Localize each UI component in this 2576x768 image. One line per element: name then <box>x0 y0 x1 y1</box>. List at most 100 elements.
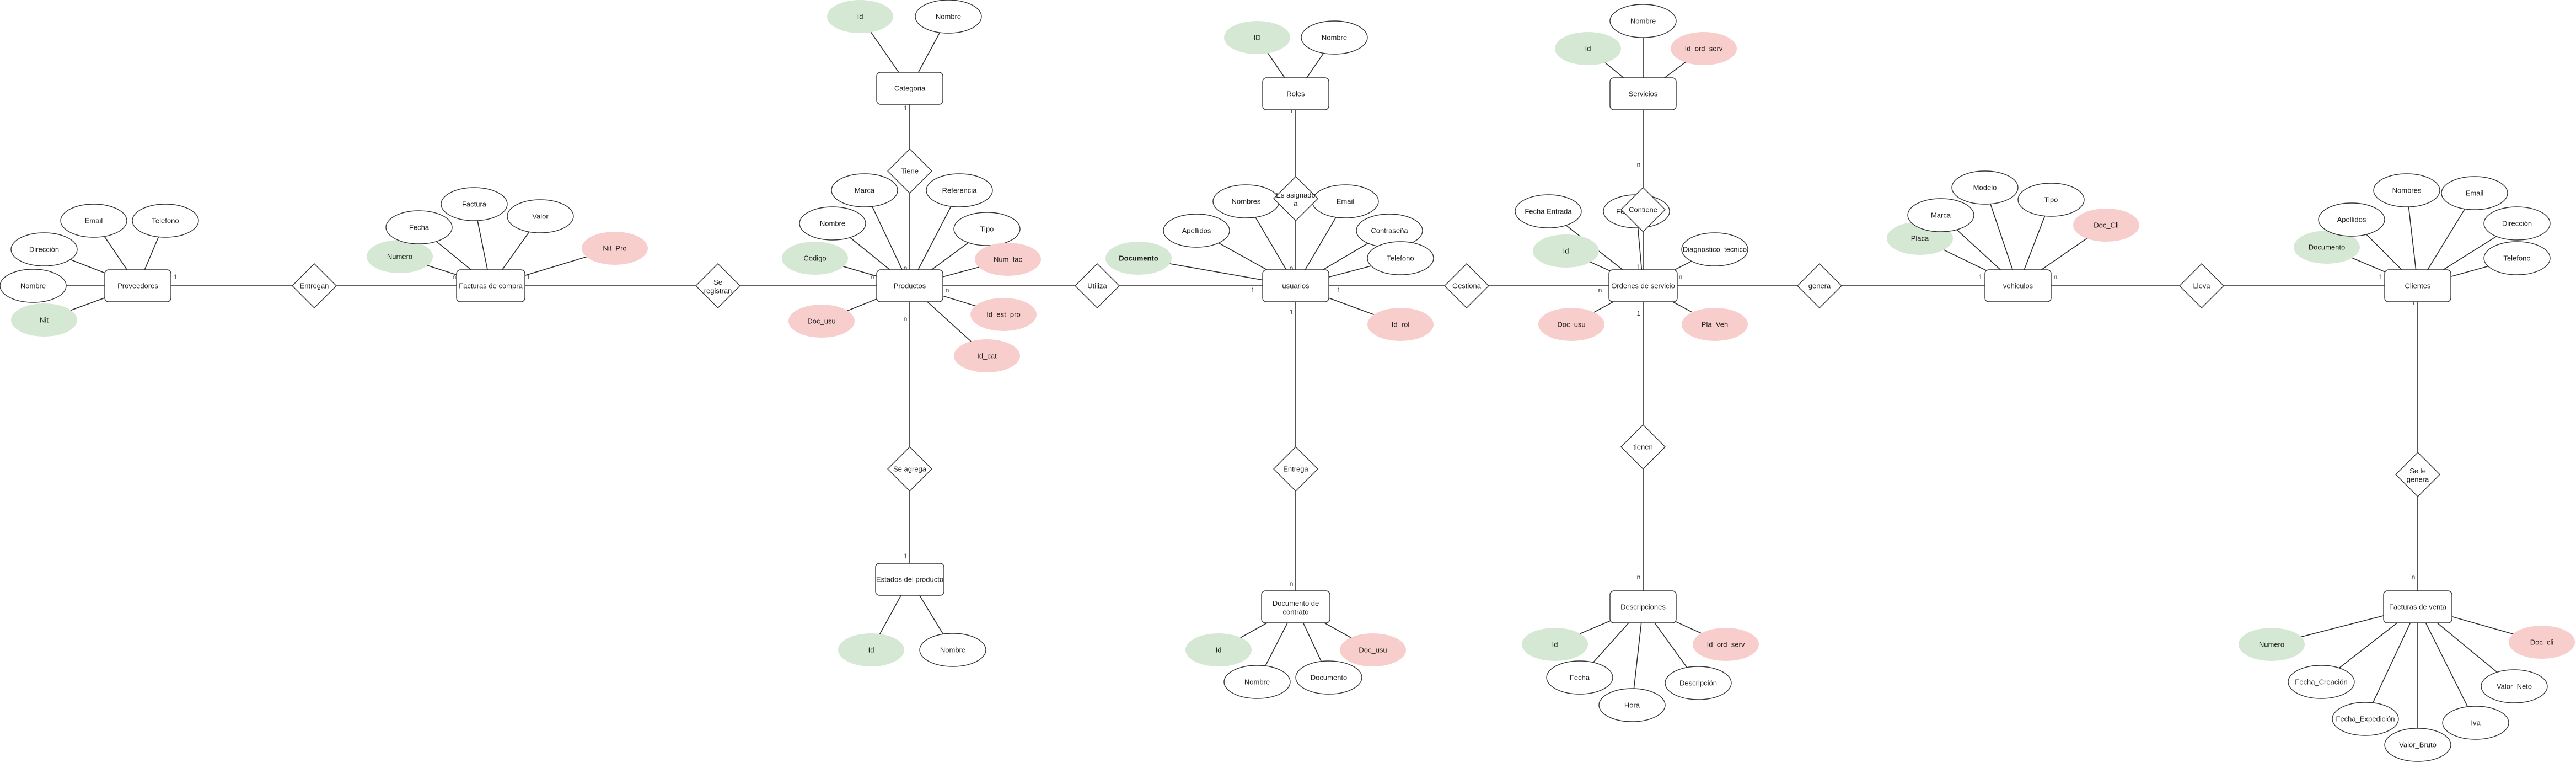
attribute-ellipse <box>1367 241 1434 275</box>
entity-facturas_compra[interactable]: Facturas de compra <box>456 269 525 302</box>
attribute-label: Codigo <box>803 254 826 263</box>
attribute-ellipse <box>975 243 1041 276</box>
attribute-usu_nom: Nombres <box>1212 184 1280 218</box>
attribute-usu_tel: Telefono <box>1367 241 1434 275</box>
cardinality-label: n <box>1637 573 1641 581</box>
relationship-contiene[interactable]: Contiene <box>1620 187 1666 232</box>
entity-descripciones[interactable]: Descripciones <box>1609 590 1677 623</box>
cardinality-label: 1 <box>904 104 908 112</box>
attribute-prod_marca: Marca <box>831 173 898 207</box>
relationship-tiene[interactable]: Tiene <box>887 148 932 194</box>
attribute-cli_email: Email <box>2441 176 2508 210</box>
relationship-lleva[interactable]: Lleva <box>2179 263 2224 308</box>
attribute-prod_numfac: Num_fac <box>975 243 1041 276</box>
attribute-label: Doc_Cli <box>2094 221 2119 230</box>
attribute-ellipse <box>1105 242 1172 275</box>
attribute-serv_idord: Id_ord_serv <box>1671 32 1737 65</box>
entity-label: vehiculos <box>2003 282 2033 290</box>
entity-ordenes[interactable]: Ordenes de servicio <box>1608 269 1678 302</box>
attribute-ellipse <box>2318 202 2385 237</box>
attribute-cli_ape: Apellidos <box>2318 202 2385 237</box>
attribute-des_desc: Descripción <box>1665 666 1732 700</box>
entity-box <box>876 72 943 105</box>
attribute-label: Email <box>2466 189 2484 198</box>
relationship-genera[interactable]: genera <box>1797 263 1842 308</box>
attribute-label: Placa <box>1911 234 1929 243</box>
attribute-ellipse <box>831 173 898 207</box>
relationship-diamond <box>2179 263 2224 308</box>
relationship-diamond <box>887 446 932 492</box>
entity-categoria[interactable]: Categoria <box>876 72 943 105</box>
attribute-usu_pass: Contraseña <box>1356 214 1423 248</box>
attribute-ellipse <box>1665 666 1732 700</box>
attribute-label: Doc_usu <box>807 317 835 326</box>
attribute-prod_codigo: Codigo <box>782 242 848 275</box>
entity-label: Roles <box>1286 90 1305 98</box>
attribute-label: Doc_cli <box>2530 638 2554 647</box>
entity-proveedores[interactable]: Proveedores <box>104 269 171 302</box>
entity-servicios[interactable]: Servicios <box>1609 77 1677 110</box>
entity-productos[interactable]: Productos <box>876 269 943 302</box>
attribute-ellipse <box>838 633 904 666</box>
attribute-ellipse <box>915 0 982 34</box>
relationship-utiliza[interactable]: Utiliza <box>1075 263 1120 308</box>
attribute-ellipse <box>2239 628 2305 661</box>
relationship-gestiona[interactable]: Gestiona <box>1444 263 1489 308</box>
attribute-ellipse <box>1555 32 1621 65</box>
attribute-veh_marca: Marca <box>1907 198 1974 232</box>
attribute-label: Marca <box>855 186 875 195</box>
edge-layer <box>33 16 2542 745</box>
attribute-label: Doc_usu <box>1557 321 1585 329</box>
attribute-serv_nombre: Nombre <box>1609 4 1677 38</box>
cardinality-label: n <box>1679 273 1683 281</box>
cardinality-label: 1 <box>1337 286 1341 294</box>
attribute-veh_tipo: Tipo <box>2017 183 2085 217</box>
attribute-ellipse <box>970 298 1037 331</box>
relationship-entrega[interactable]: Entrega <box>1273 446 1318 492</box>
entity-usuarios[interactable]: usuarios <box>1262 269 1329 302</box>
attribute-label: Nombre <box>820 220 845 228</box>
attribute-label: Factura <box>462 200 487 209</box>
attribute-label: Fecha <box>1570 674 1590 682</box>
entity-vehiculos[interactable]: vehiculos <box>1984 269 2052 302</box>
entity-clientes[interactable]: Clientes <box>2384 269 2451 302</box>
entity-facturas_venta[interactable]: Facturas de venta <box>2383 590 2452 623</box>
cardinality-label: n <box>904 315 908 323</box>
attribute-ellipse <box>799 206 866 241</box>
relationship-tienen[interactable]: tienen <box>1620 424 1666 470</box>
attribute-ellipse <box>953 212 1021 246</box>
relationship-entregan[interactable]: Entregan <box>292 263 337 308</box>
attribute-label: Valor_Neto <box>2497 682 2532 691</box>
cardinality-label: n <box>2412 573 2416 581</box>
relationship-diamond <box>1444 263 1489 308</box>
cardinality-label: 1 <box>1637 310 1641 317</box>
attribute-ellipse <box>2384 728 2451 762</box>
relationship-se_agrega[interactable]: Se agrega <box>887 446 932 492</box>
entity-roles[interactable]: Roles <box>1262 77 1329 110</box>
attribute-label: Id <box>868 646 874 654</box>
attribute-cli_tel: Telefono <box>2483 241 2551 275</box>
attribute-label: Num_fac <box>994 255 1023 264</box>
attribute-fv_numero: Numero <box>2239 628 2305 661</box>
entity-box <box>456 269 525 302</box>
relationship-diamond <box>1273 176 1318 221</box>
attribute-fv_doccli: Doc_cli <box>2509 626 2575 659</box>
entity-estados[interactable]: Estados del producto <box>875 563 944 596</box>
entity-label: Proveedores <box>117 282 158 290</box>
attribute-label: Telefono <box>152 217 179 225</box>
attribute-ord_diag: Diagnostico_tecnico <box>1681 232 1748 266</box>
attribute-dc_docusu: Doc_usu <box>1340 633 1406 666</box>
attribute-ellipse <box>441 187 508 221</box>
relationship-diamond <box>887 148 932 194</box>
attribute-ellipse <box>1522 628 1588 661</box>
entity-label: Categoria <box>894 84 926 93</box>
entity-box <box>1609 77 1677 110</box>
cardinality-label: 1 <box>1637 263 1641 271</box>
entity-label: Ordenes de servicio <box>1611 282 1675 290</box>
